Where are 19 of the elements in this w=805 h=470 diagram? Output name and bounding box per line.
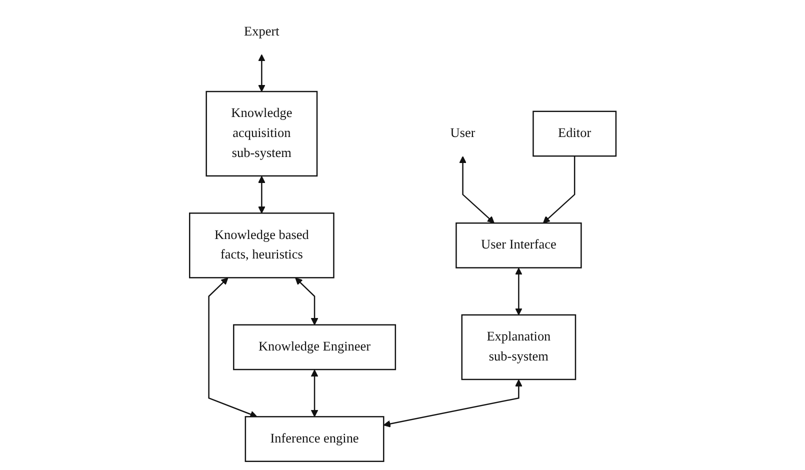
arrow [383,378,522,427]
node-box [244,416,384,462]
node-text: User [450,126,476,140]
node-text: Expert [244,24,280,38]
arrow [258,54,266,92]
arrow [294,277,318,325]
arrow [258,175,266,213]
arrow [310,369,318,417]
arrow [458,156,494,223]
node-box [460,314,576,380]
node-box [532,110,616,156]
arrow [208,277,257,418]
node-box [188,212,334,278]
node-box [205,90,318,176]
node-box [232,324,396,370]
arrow [542,156,575,223]
arrow [514,267,522,315]
block-diagram: Expert Knowledge acquisition sub-system Knowledge based facts, heuristics Knowledge Engineer User User Interface Editor Explanation sub-system Inference engine [182,2,622,468]
node-box [455,222,582,268]
